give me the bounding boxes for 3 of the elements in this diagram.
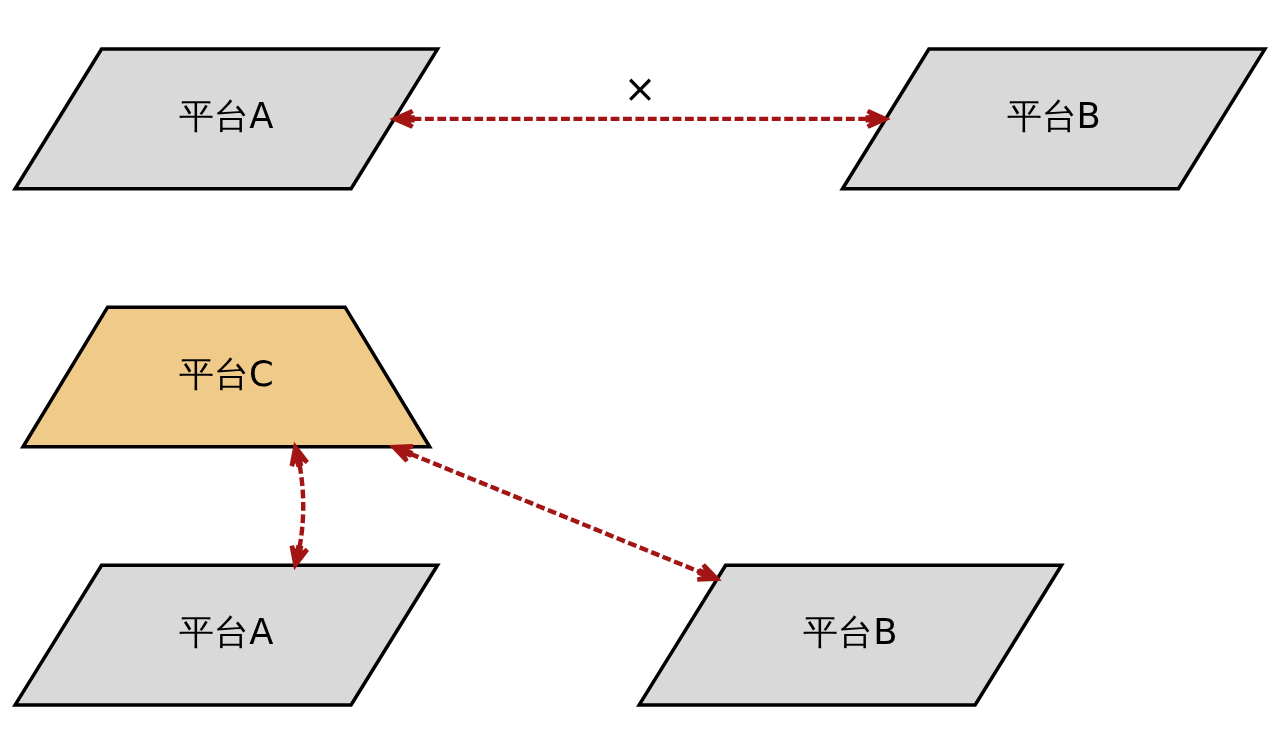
- arrow: [391, 443, 719, 582]
- arrow: [392, 108, 888, 129]
- edge-label: ×: [623, 65, 657, 111]
